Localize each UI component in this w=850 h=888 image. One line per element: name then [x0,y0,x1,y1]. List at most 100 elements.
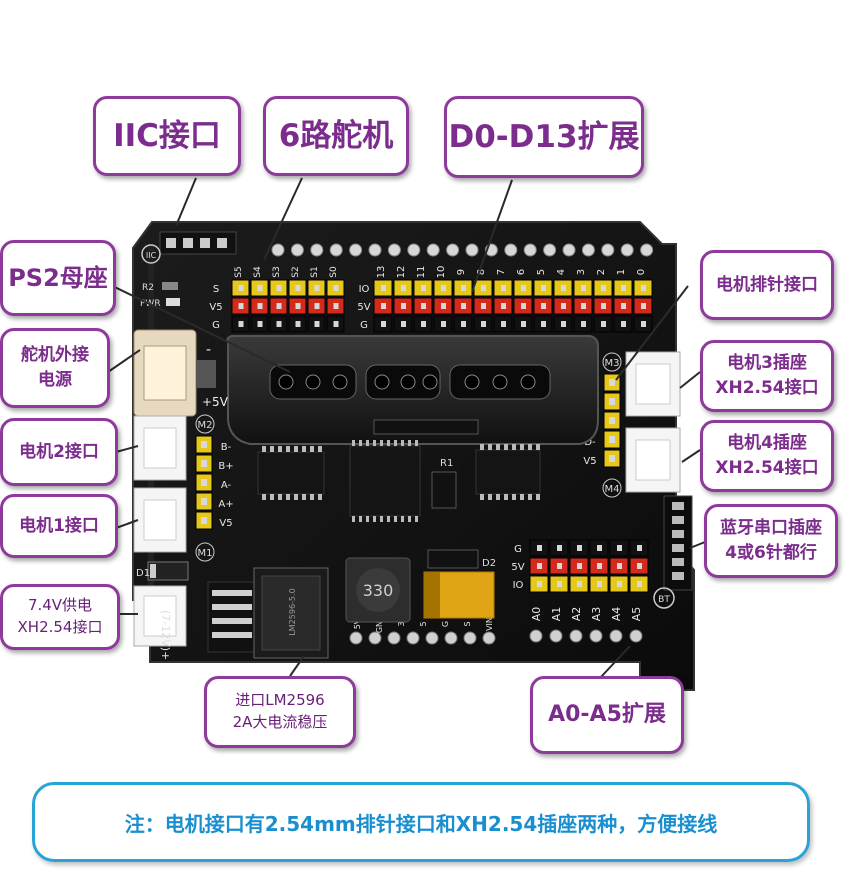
bottom-pad [569,629,583,643]
chip-leg [294,446,298,452]
bottom-pad [368,631,382,645]
pin-tip [541,321,546,327]
chip-leg [310,494,314,500]
bottom-pad [609,629,623,643]
chip-leg [366,516,369,522]
digital-header [373,279,653,333]
bottom-pad [406,631,420,645]
motor3-pin-header [603,373,621,468]
chip-leg [536,444,540,450]
top-pin [640,243,654,257]
minus-label: - [206,342,211,358]
chip-leg [480,444,484,450]
d1-diode: D1 [136,561,189,581]
digital-pin-label: 0 [636,269,647,275]
motor-pin-tip [201,517,207,524]
inductor: 330 [345,557,411,623]
analog-row-label: 5V [511,562,524,573]
pin-tip [637,545,642,551]
pin-tip [333,303,339,309]
motor-pin-tip [609,455,615,462]
chip-leg [408,516,411,522]
chip-leg [528,494,532,500]
callout-lines [95,177,711,679]
servo-power-line1: 舵机外接 [21,345,89,366]
pin-tip [401,285,406,291]
top-pin [543,243,557,257]
servo-pin-label: S4 [253,266,263,278]
pin-tip [238,303,244,309]
pin-tip [381,285,386,291]
chip-leg [488,494,492,500]
pin-tip [621,303,626,309]
servo-pin-label: S0 [329,266,339,278]
callout-d-expand: D0-D13扩展 [444,96,644,178]
d2-label: D2 [482,558,496,569]
lm2596-regulator: LM2596-5.0 (7-12V)+ [159,567,329,660]
motor3-pin-label: D- [584,437,596,448]
analog-pin-label: A2 [570,607,583,622]
top-pin [407,243,421,257]
bottom-pad [444,631,458,645]
chip-leg [262,446,266,452]
chip-leg [496,494,500,500]
bt-board-label: BT [658,595,670,605]
motor2-socket [133,415,187,481]
pin-tip [521,321,526,327]
chip-leg [512,444,516,450]
pin-tip [561,321,566,327]
servo-row-label: G [212,320,220,331]
pin-tip [537,581,542,587]
power-socket [133,585,187,647]
pin-tip [561,285,566,291]
pin-tip [461,321,466,327]
pin-tip [441,303,446,309]
pin-tip [597,563,602,569]
pin-tip [481,321,486,327]
motor-pin-tip [609,379,615,386]
digital-row-label: 5V [357,302,370,313]
motor-pin-tip [201,479,207,486]
bottom-pin-label: GND [375,615,384,633]
pin-tip [461,303,466,309]
analog-pin-label: A4 [610,607,623,622]
r2-label: R2 [142,283,154,293]
motor3-pin-label: V5 [583,456,596,467]
digital-pin-label: 12 [396,266,407,279]
bottom-pin-label: S [463,621,472,626]
motor3-line1: 电机3插座 [727,353,807,374]
driver-chips: R1 [257,440,541,522]
plus5v-label: +5V [202,395,229,409]
power-line2: XH2.54接口 [17,618,103,636]
callout-servo6: 6路舵机 [263,96,409,176]
digital-row-label: IO [359,284,370,295]
bt-line2: 4或6针都行 [725,543,817,563]
pin-tip [333,321,339,327]
callout-a-expand: A0-A5扩展 [530,676,684,754]
motor2-pin-label: B- [221,442,232,453]
lm-chip-label: LM2596-5.0 [288,588,297,635]
pin-tip [557,563,562,569]
bottom-pad [629,629,643,643]
top-pin [504,243,518,257]
chip-leg [359,440,362,446]
chip-leg [270,494,274,500]
callout-bluetooth: 蓝牙串口插座 4或6针都行 [704,504,838,578]
pin-tip [314,303,320,309]
motor4-line1: 电机4插座 [727,433,807,454]
pin-tip [641,321,646,327]
chip-leg [415,516,418,522]
pin-tip [441,285,446,291]
pin-tip [581,285,586,291]
digital-pin-label: 1 [616,269,627,275]
bottom-solder-pads [349,629,643,645]
pin-tip [257,321,263,327]
digital-pin-label: 5 [536,269,547,275]
chip-leg [520,494,524,500]
top-silver-pins [271,243,654,257]
pin-tip [481,303,486,309]
pin-tip [401,321,406,327]
motor-pin-tip [609,398,615,405]
pin-tip [557,545,562,551]
chip-leg [536,494,540,500]
